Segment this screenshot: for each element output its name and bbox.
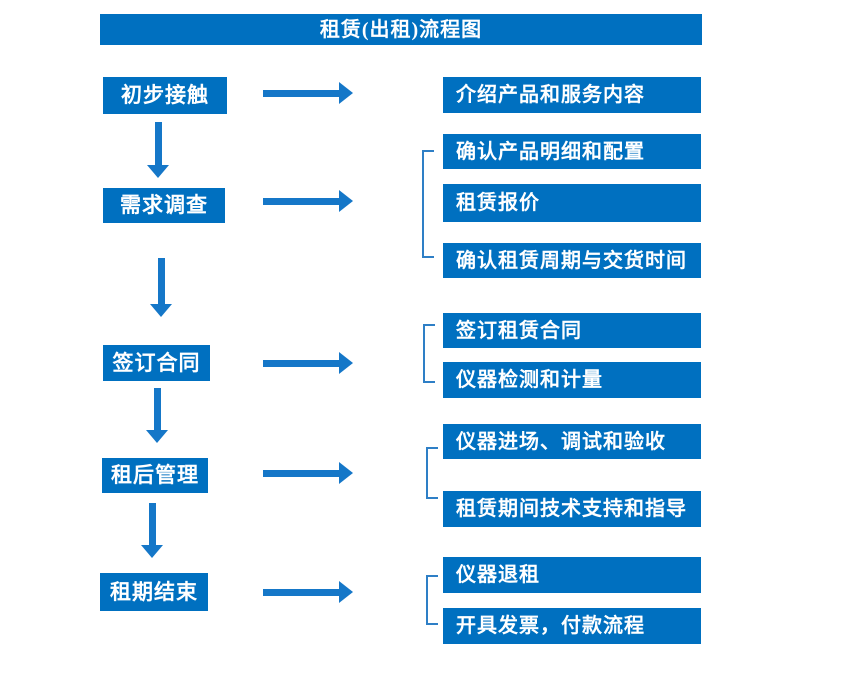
stage-label: 初步接触 (121, 83, 209, 107)
arrow-head (150, 304, 172, 317)
bracket-connector (426, 575, 438, 625)
arrow-shaft (149, 503, 156, 546)
arrow-shaft (158, 258, 165, 305)
output-label: 仪器检测和计量 (456, 369, 603, 391)
output-label: 确认租赁周期与交货时间 (456, 249, 687, 272)
bracket-connector (422, 150, 434, 258)
right-arrow-icon (263, 190, 353, 212)
output-confirm-product-details: 确认产品明细和配置 (443, 134, 701, 169)
right-arrow-icon (263, 462, 353, 484)
down-arrow-icon (150, 258, 172, 317)
output-instrument-return: 仪器退租 (443, 557, 701, 593)
output-label: 租赁报价 (456, 192, 540, 214)
arrow-head (339, 352, 353, 374)
arrow-head (339, 581, 353, 603)
output-technical-support-guidance: 租赁期间技术支持和指导 (443, 491, 701, 527)
output-label: 开具发票，付款流程 (456, 615, 645, 637)
right-arrow-icon (263, 352, 353, 374)
right-arrow-icon (263, 581, 353, 603)
bracket-connector (426, 447, 438, 499)
arrow-head (339, 82, 353, 104)
stage-rental-end: 租期结束 (100, 573, 208, 611)
stage-sign-contract: 签订合同 (103, 345, 210, 381)
output-confirm-rental-period-delivery: 确认租赁周期与交货时间 (443, 243, 701, 278)
stage-label: 签订合同 (112, 350, 201, 375)
arrow-shaft (263, 360, 340, 367)
stage-label: 租后管理 (111, 463, 199, 487)
output-label: 仪器进场、调试和验收 (456, 430, 666, 453)
arrow-head (147, 165, 169, 178)
stage-label: 租期结束 (110, 579, 198, 604)
arrow-shaft (263, 470, 340, 477)
output-sign-rental-contract: 签订租赁合同 (443, 313, 701, 348)
stage-post-rental-management: 租后管理 (102, 458, 208, 493)
output-label: 租赁期间技术支持和指导 (456, 498, 687, 520)
arrow-head (339, 462, 353, 484)
stage-demand-survey: 需求调查 (103, 188, 225, 223)
output-introduce-products-services: 介绍产品和服务内容 (443, 77, 701, 113)
arrow-shaft (154, 388, 161, 431)
arrow-head (339, 190, 353, 212)
flowchart-title: 租赁(出租)流程图 (100, 14, 702, 45)
output-instrument-setup-acceptance: 仪器进场、调试和验收 (443, 424, 701, 459)
arrow-shaft (263, 90, 340, 97)
output-label: 签订租赁合同 (456, 319, 582, 342)
flowchart-title-label: 租赁(出租)流程图 (319, 18, 483, 41)
arrow-shaft (155, 122, 162, 166)
stage-initial-contact: 初步接触 (103, 77, 227, 114)
down-arrow-icon (147, 122, 169, 178)
bracket-connector (423, 324, 435, 383)
output-label: 确认产品明细和配置 (456, 140, 645, 163)
down-arrow-icon (141, 503, 163, 558)
right-arrow-icon (263, 82, 353, 104)
output-invoice-payment-process: 开具发票，付款流程 (443, 608, 701, 644)
arrow-head (146, 430, 168, 443)
arrow-shaft (263, 198, 340, 205)
output-instrument-testing-metering: 仪器检测和计量 (443, 362, 701, 398)
stage-label: 需求调查 (120, 193, 208, 217)
down-arrow-icon (146, 388, 168, 443)
output-rental-quotation: 租赁报价 (443, 184, 701, 222)
arrow-shaft (263, 589, 340, 596)
arrow-head (141, 545, 163, 558)
output-label: 仪器退租 (456, 564, 540, 586)
output-label: 介绍产品和服务内容 (456, 84, 645, 106)
